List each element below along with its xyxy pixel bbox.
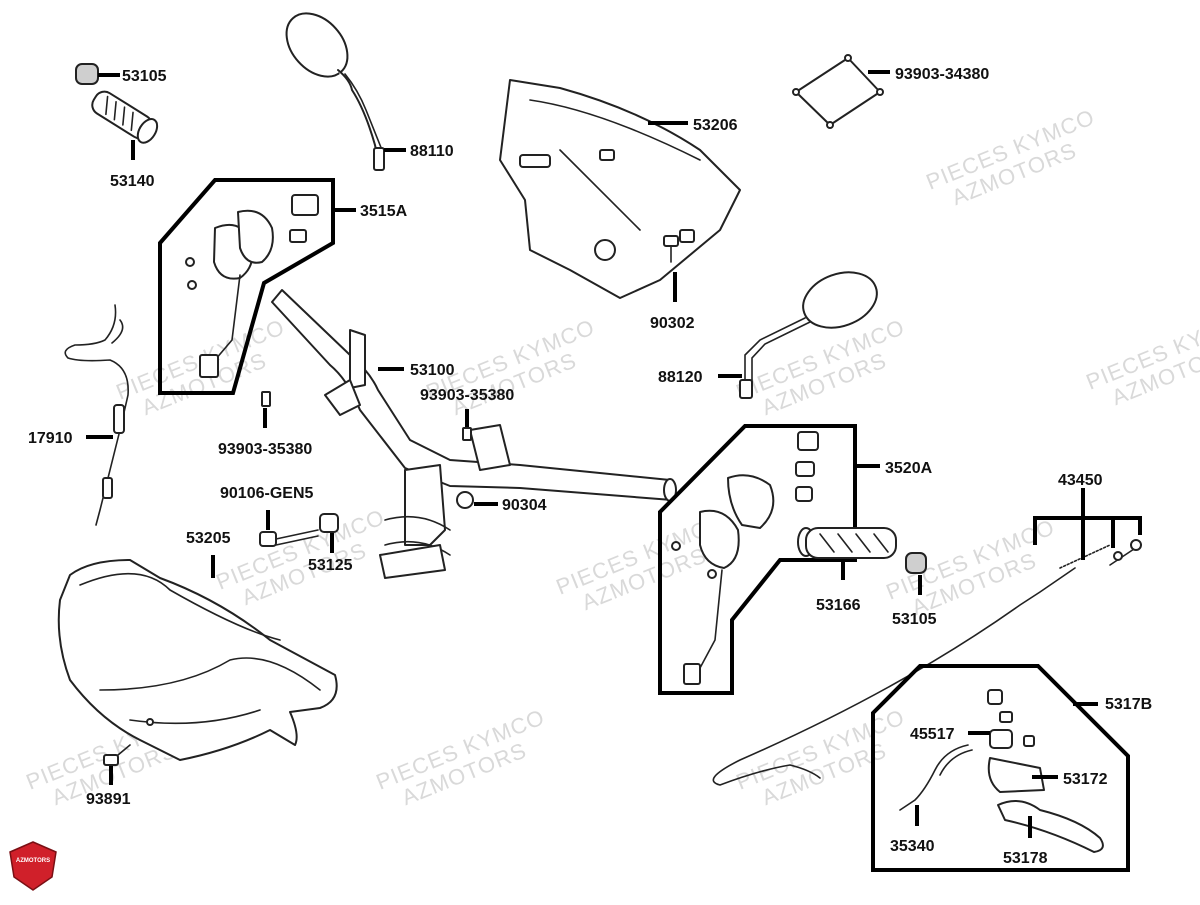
watermark: PIECES KYMCO AZMOTORS: [733, 314, 909, 420]
label-53105a: 53105: [122, 68, 167, 85]
part-clip-frame[interactable]: [792, 54, 884, 129]
label-88110: 88110: [410, 143, 454, 160]
part-throttle-cable[interactable]: [64, 304, 129, 526]
label-53206: 53206: [693, 117, 738, 134]
label-88120: 88120: [658, 369, 703, 386]
label-53172: 53172: [1063, 771, 1108, 788]
part-brake-lever-assembly: [899, 689, 1104, 853]
label-53166: 53166: [816, 597, 861, 614]
label-93903-35380-a: 93903-35380: [218, 441, 312, 458]
label-3520A: 3520A: [885, 460, 933, 477]
label-90302: 90302: [650, 315, 695, 332]
watermark: PIECES KYMCO AZMOTORS: [1083, 304, 1200, 410]
azmotors-logo: AZMOTORS: [9, 841, 57, 891]
label-53100: 53100: [410, 362, 455, 379]
label-53140: 53140: [110, 173, 155, 190]
part-handlebar[interactable]: [271, 289, 677, 579]
label-90106: 90106-GEN5: [220, 485, 313, 502]
part-handlebar-cover-front[interactable]: [57, 559, 338, 761]
group-box-3520A[interactable]: [658, 424, 857, 695]
grip-end-cap-shape: [75, 63, 99, 85]
watermark: PIECES KYMCO AZMOTORS: [373, 704, 549, 810]
label-5317B: 5317B: [1105, 696, 1152, 713]
part-right-mirror[interactable]: [739, 263, 885, 399]
label-45517: 45517: [910, 726, 955, 743]
label-53205: 53205: [186, 530, 231, 547]
part-left-mirror[interactable]: [274, 2, 385, 171]
label-43450: 43450: [1058, 472, 1103, 489]
logo-text: AZMOTORS: [16, 858, 50, 864]
label-53105b: 53105: [892, 611, 937, 628]
group-box-5317B[interactable]: [871, 664, 1130, 872]
label-17910: 17910: [28, 430, 73, 447]
label-93903-34380: 93903-34380: [895, 66, 989, 83]
label-93903-35380-b: 93903-35380: [420, 387, 514, 404]
grip-shape: [91, 90, 159, 144]
part-screw-93891[interactable]: [103, 744, 131, 766]
group-bracket-43450: [1033, 516, 1142, 545]
part-left-switch: [185, 194, 319, 378]
part-right-grip[interactable]: [797, 527, 897, 559]
label-90304: 90304: [502, 497, 547, 514]
label-53125: 53125: [308, 557, 353, 574]
watermark: PIECES KYMCO AZMOTORS: [213, 504, 389, 610]
part-bolt-90106[interactable]: [259, 529, 319, 547]
part-handlebar-cover-rear[interactable]: [499, 79, 741, 299]
label-53178: 53178: [1003, 850, 1048, 867]
part-clip-93903-35380-a[interactable]: [261, 391, 271, 407]
watermark: PIECES KYMCO AZMOTORS: [923, 104, 1099, 210]
part-clip-93903-35380-b[interactable]: [462, 427, 472, 441]
group-box-3515A[interactable]: [158, 178, 335, 395]
part-right-grip-end[interactable]: [905, 552, 927, 574]
logo-shield-shape: [9, 841, 57, 891]
part-bolt-90304[interactable]: [456, 491, 474, 509]
part-brake-cable[interactable]: [712, 539, 1142, 786]
label-35340: 35340: [890, 838, 935, 855]
label-3515A: 3515A: [360, 203, 408, 220]
part-screw-90302[interactable]: [663, 235, 679, 263]
label-93891: 93891: [86, 791, 131, 808]
part-right-switch: [671, 431, 819, 685]
part-spacer-53125[interactable]: [319, 513, 339, 533]
